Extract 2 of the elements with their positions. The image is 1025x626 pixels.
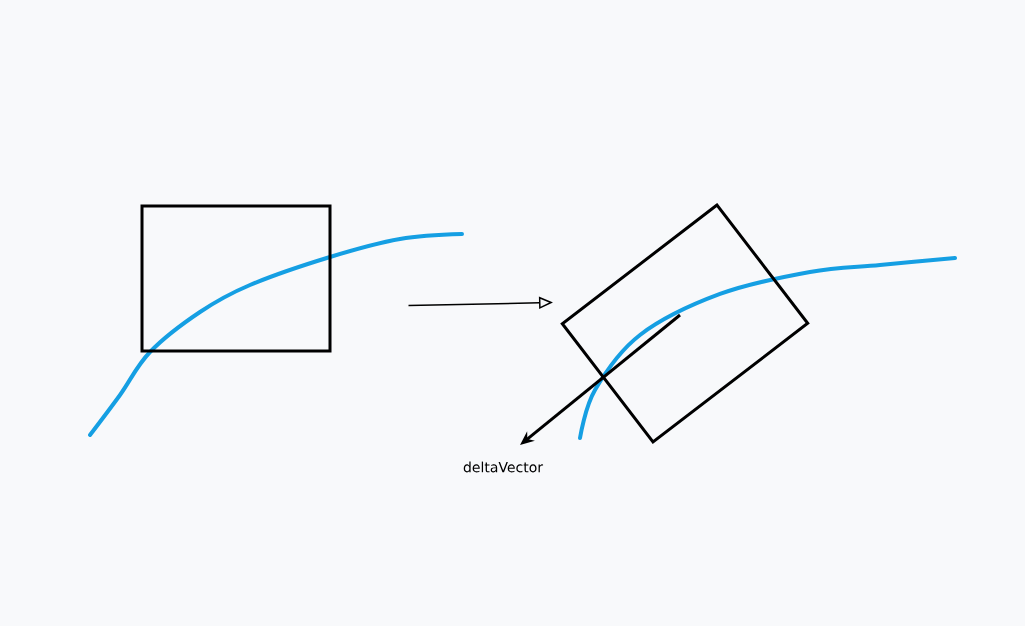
rectangle <box>140 204 332 353</box>
vector-label: deltaVector <box>463 461 544 473</box>
